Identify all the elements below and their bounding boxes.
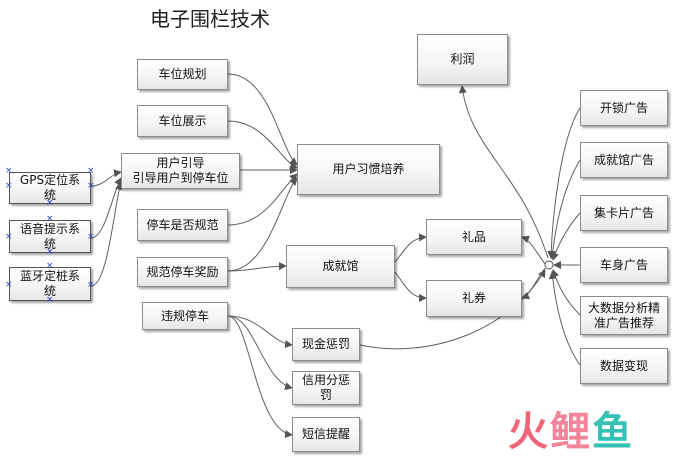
handle-marker[interactable]: × [5, 181, 13, 191]
node-ad-card[interactable]: 集卡片广告 [580, 195, 668, 231]
hub-node [544, 260, 554, 270]
edge-hub-to-coupon [521, 267, 546, 300]
handle-marker[interactable]: × [46, 198, 54, 208]
node-parking-show[interactable]: 车位展示 [137, 105, 228, 137]
watermark-logo: 火 鲤 鱼 [508, 410, 676, 454]
handle-marker[interactable]: × [46, 295, 54, 305]
node-achievement[interactable]: 成就馆 [286, 245, 395, 288]
edge-violation-to-credit [227, 315, 293, 391]
edge-reward-to-habit [227, 177, 298, 272]
handle-marker[interactable]: × [46, 247, 54, 257]
node-ad-achievement[interactable]: 成就馆广告 [580, 142, 668, 178]
edge-achievement-to-coupon [394, 271, 427, 302]
logo-char-2: 鲤 [550, 409, 592, 455]
node-user-guide[interactable]: 用户引导 引导用户到停车位 [121, 153, 240, 189]
edge-bluetooth-to-guide [90, 182, 123, 287]
edge-hub-to-gift [521, 235, 546, 265]
edge-ad-ach-to-hub [548, 159, 581, 259]
node-coupon[interactable]: 礼券 [426, 280, 522, 317]
handle-marker[interactable]: × [87, 232, 95, 242]
node-sms[interactable]: 短信提醒 [292, 417, 360, 452]
edge-ad-card-to-hub [551, 212, 581, 261]
edge-achievement-to-gift [394, 233, 427, 263]
node-ad-unlock[interactable]: 开锁广告 [580, 90, 668, 126]
node-ad-bigdata[interactable]: 大数据分析精 准广告推荐 [580, 296, 668, 335]
handle-marker[interactable]: × [5, 280, 13, 290]
handle-marker[interactable]: × [46, 261, 54, 271]
edge-reward-to-achievement [227, 262, 287, 272]
node-gps[interactable]: GPS定位系 统 [9, 172, 91, 204]
node-parking-plan[interactable]: 车位规划 [137, 59, 228, 90]
node-credit-fine[interactable]: 信用分惩 罚 [292, 371, 360, 405]
node-ad-body[interactable]: 车身广告 [580, 247, 668, 283]
node-profit[interactable]: 利润 [417, 34, 508, 85]
handle-marker[interactable]: × [87, 181, 95, 191]
handle-marker[interactable]: × [5, 166, 13, 176]
node-parking-norm[interactable]: 停车是否规范 [137, 209, 228, 241]
node-reward[interactable]: 规范停车奖励 [137, 257, 228, 287]
node-voice[interactable]: 语音提示系 统 [9, 220, 91, 253]
node-habit[interactable]: 用户习惯培养 [297, 144, 440, 195]
node-gift[interactable]: 礼品 [426, 219, 522, 255]
edge-ad-bigdata-to-hub [551, 269, 581, 316]
node-cash-fine[interactable]: 现金惩罚 [292, 328, 360, 361]
diagram-title: 电子围栏技术 [150, 7, 270, 31]
handle-marker[interactable]: × [5, 232, 13, 242]
edge-hub-to-profit [458, 85, 549, 259]
handle-marker[interactable]: × [46, 214, 54, 224]
handle-marker[interactable]: × [87, 166, 95, 176]
edge-violation-to-cash [227, 315, 293, 349]
edge-plan-to-habit [227, 73, 298, 166]
node-bluetooth[interactable]: 蓝牙定桩系 统 [9, 267, 91, 301]
edge-ad-unlock-to-hub [547, 107, 581, 259]
edge-gps-to-guide [90, 169, 122, 187]
handle-marker[interactable]: × [87, 280, 95, 290]
edge-voice-to-guide [90, 177, 122, 239]
edge-show-to-habit [227, 120, 298, 169]
node-violation[interactable]: 违规停车 [142, 302, 228, 330]
edge-violation-to-sms [227, 315, 293, 439]
node-data-monetize[interactable]: 数据变现 [580, 348, 668, 384]
edge-data-to-hub [548, 271, 581, 366]
logo-char-1: 火 [508, 409, 550, 455]
logo-char-3: 鱼 [592, 409, 634, 455]
